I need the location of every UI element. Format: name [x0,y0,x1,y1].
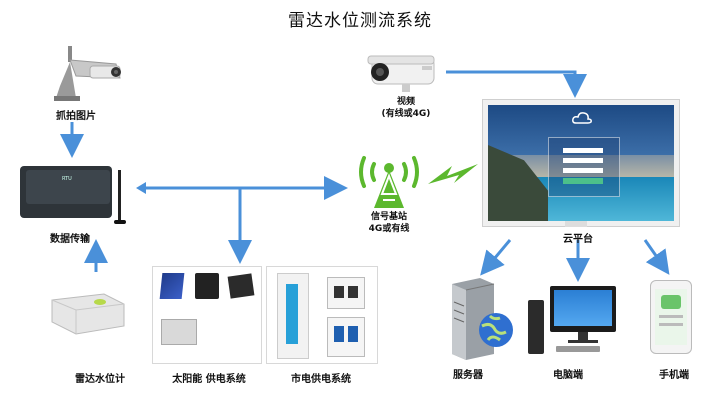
tower-label-line2: 4G或有线 [368,224,410,234]
diagram-title: 雷达水位测流系统 [288,11,432,31]
video-camera [366,52,446,94]
cloud-logo-icon [572,112,592,124]
controller-icon [227,273,255,299]
video-label: 视频 (有线或4G) [366,96,446,120]
mobile-label: 手机端 [659,370,689,381]
camera-label: 抓拍图片 [56,111,96,122]
cloud-platform-screen [483,100,679,226]
keyboard-icon [556,346,600,352]
camera-icon [54,46,121,101]
arrow-cloud-to-mobile [643,239,670,275]
signal-tower [354,146,424,210]
pc-tower-icon [528,300,544,354]
surge-protector-icon [327,277,365,309]
solar-power-panel [152,266,262,364]
mains-power-panel [266,266,378,364]
tower-icon [359,156,419,208]
phone-icon [650,280,692,354]
data-transmission-device: RTU [20,160,132,224]
monitor-icon [550,286,616,332]
arrow-cloud-to-server [480,239,512,276]
radar-icon [51,293,125,335]
mobile-device [650,280,692,354]
video-camera-icon [367,55,435,92]
tower-label-line1: 信号基站 [370,212,407,222]
din-power-supply-icon [277,273,309,359]
video-label-line2: (有线或4G) [381,109,431,119]
capture-camera [46,44,126,102]
server-device [442,276,516,360]
mains-label: 市电供电系统 [291,374,351,385]
arrow-video-to-cloud [446,70,587,98]
solar-label: 太阳能 供电系统 [172,374,246,385]
video-label-line1: 视频 [396,97,415,107]
transmission-label: 数据传输 [50,234,90,245]
solar-panel-icon [159,273,185,299]
breaker-icon [327,317,365,357]
server-label: 服务器 [453,370,483,381]
signal-bolt [428,164,478,184]
pc-label: 电脑端 [553,370,583,381]
cloud-label: 云平台 [563,234,593,245]
login-box [548,137,620,197]
pc-device [528,286,620,356]
server-icon [452,278,513,360]
radar-label: 雷达水位计 [75,374,125,385]
battery-icon [195,273,219,299]
power-supply-icon [161,319,197,345]
radar-device [48,292,128,336]
tower-label: 信号基站 4G或有线 [349,211,429,235]
